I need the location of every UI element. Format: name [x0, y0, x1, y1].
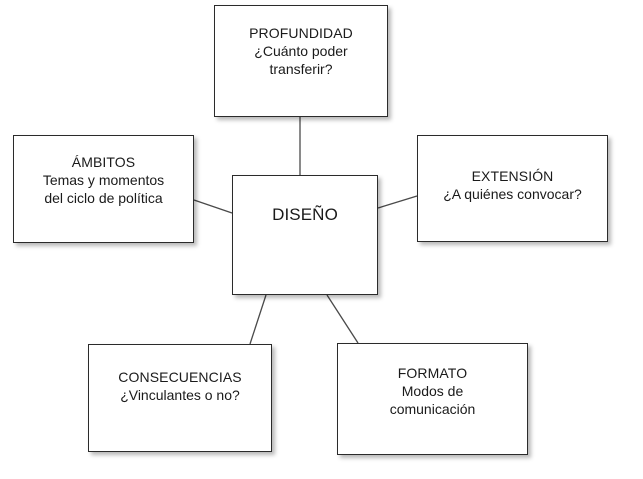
- node-diseno-center[interactable]: DISEÑO: [232, 175, 378, 295]
- node-formato-title: FORMATO: [397, 365, 468, 382]
- node-ambitos-line3: del ciclo de política: [44, 189, 163, 206]
- node-formato[interactable]: FORMATO Modos de comunicación: [337, 343, 528, 455]
- connector-center-to-consecuencias: [249, 294, 267, 345]
- node-profundidad-line3: transferir?: [269, 60, 333, 77]
- connector-center-to-extension: [377, 195, 418, 209]
- node-diseno-title: DISEÑO: [272, 205, 338, 225]
- node-ambitos-line2: Temas y momentos: [42, 172, 165, 189]
- node-formato-line2: Modos de: [401, 383, 464, 400]
- node-consecuencias-line2: ¿Vinculantes o no?: [120, 387, 240, 403]
- connector-center-to-ambitos: [193, 199, 233, 214]
- connector-center-to-formato: [326, 294, 359, 344]
- node-extension[interactable]: EXTENSIÓN ¿A quiénes convocar?: [417, 135, 608, 242]
- node-profundidad[interactable]: PROFUNDIDAD ¿Cuánto poder transferir?: [214, 5, 388, 117]
- node-extension-line2: ¿A quiénes convocar?: [443, 185, 582, 202]
- node-profundidad-title: PROFUNDIDAD: [249, 25, 353, 42]
- node-formato-line3: comunicación: [389, 400, 476, 417]
- node-ambitos[interactable]: ÁMBITOS Temas y momentos del ciclo de po…: [13, 135, 194, 243]
- node-profundidad-line2: ¿Cuánto poder: [254, 43, 348, 60]
- node-extension-title: EXTENSIÓN: [471, 167, 554, 184]
- node-ambitos-title: ÁMBITOS: [71, 154, 136, 171]
- node-consecuencias[interactable]: CONSECUENCIAS ¿Vinculantes o no?: [88, 344, 272, 452]
- node-consecuencias-title: CONSECUENCIAS: [118, 369, 242, 386]
